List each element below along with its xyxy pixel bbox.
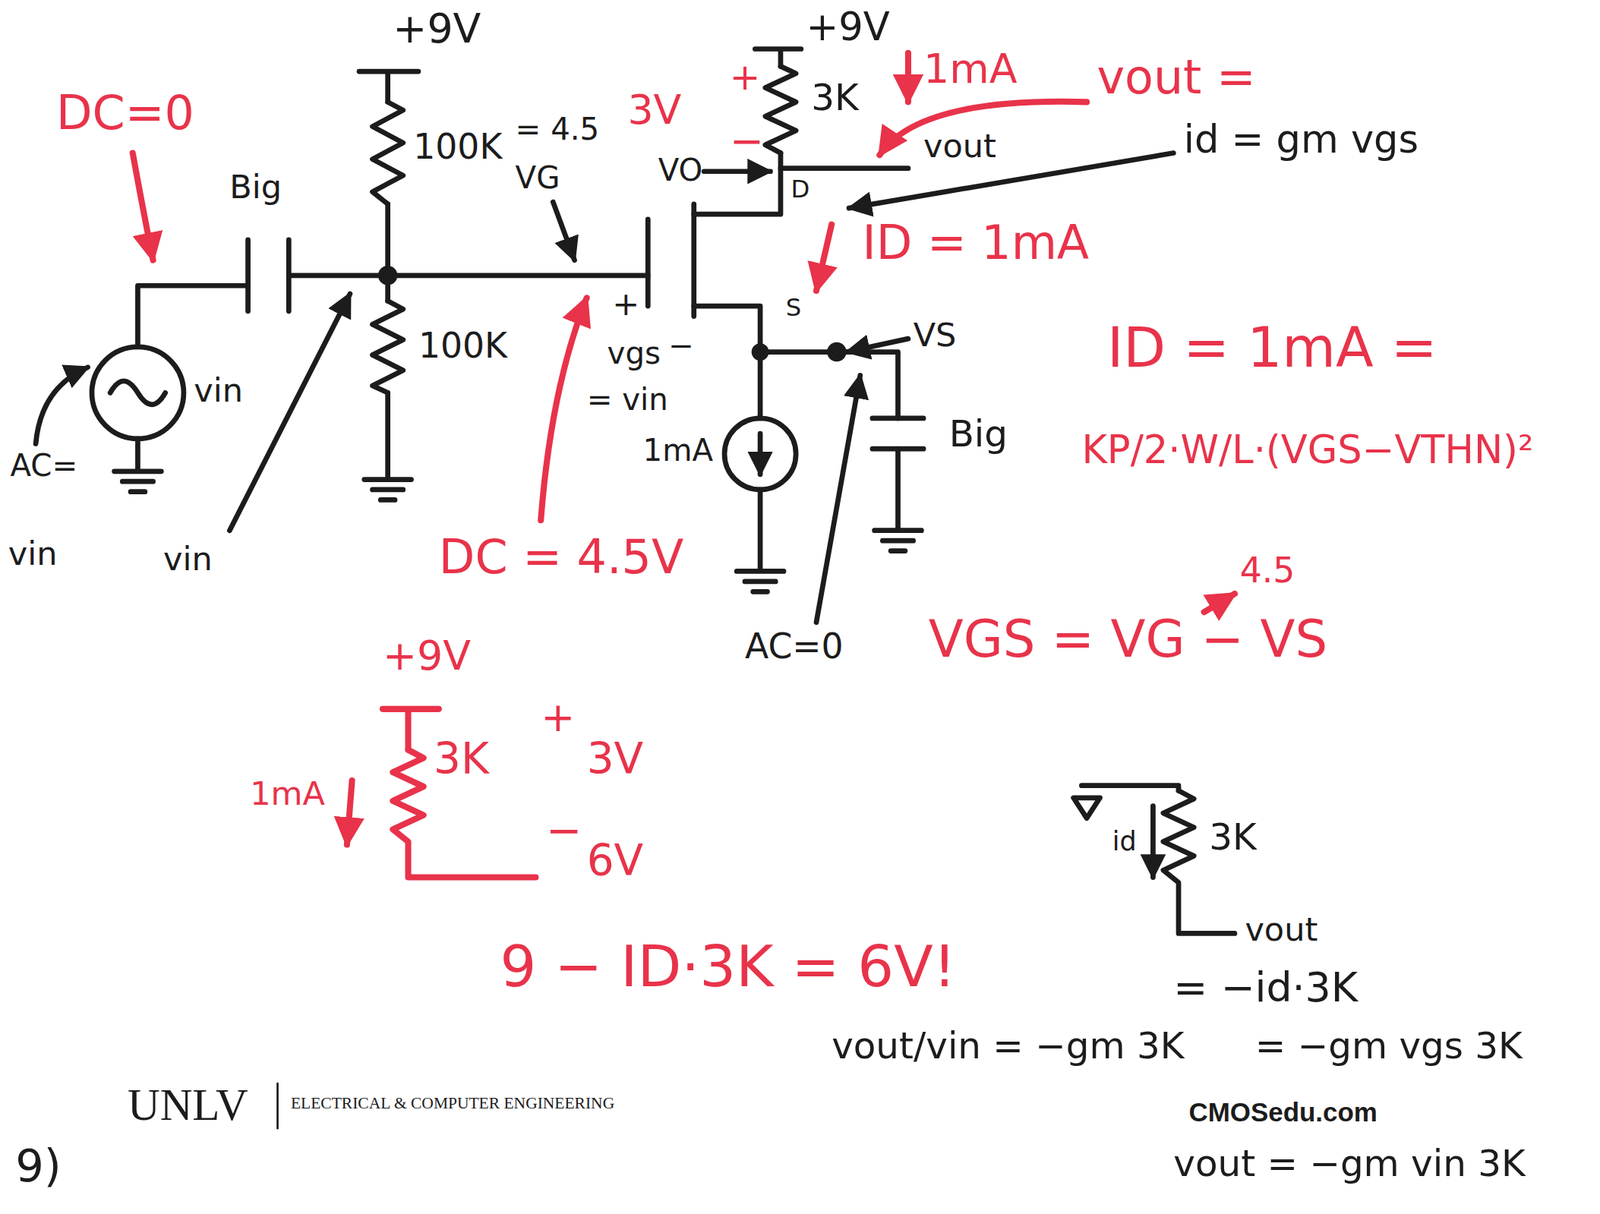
logo-text: UNLV [127, 1079, 249, 1132]
annotation-text: S [785, 293, 802, 322]
annotation-text: vout = [1097, 50, 1257, 105]
channel-line [691, 204, 697, 317]
leader-arrow [229, 293, 351, 531]
wire [1081, 785, 1179, 792]
annotation-text: + [540, 694, 575, 742]
annotation-text: AC=0 [744, 627, 844, 668]
gate-plate [645, 219, 651, 307]
annotation-text: 100K [413, 127, 502, 168]
logo-separator [276, 1083, 279, 1129]
annotation-text: VG [515, 160, 561, 196]
annotation-text: +9V [392, 5, 481, 53]
annotation-text: 3V [586, 735, 644, 785]
resistor-symbol [1163, 790, 1235, 934]
resistor-symbol [765, 66, 796, 153]
annotation-text: = vin [586, 382, 669, 418]
supply-bar [382, 709, 439, 751]
annotation-text: Big [229, 168, 282, 206]
annotation-text: +9V [806, 5, 890, 51]
annotation-text: id [1112, 826, 1137, 857]
note-arrow [540, 297, 587, 521]
annotation-text: 3K [811, 76, 859, 120]
annotation-text: vout/vin = −gm 3K [831, 1025, 1184, 1068]
current-arrow [757, 433, 764, 475]
leader-arrow [552, 201, 575, 261]
current-source-symbol [724, 418, 796, 490]
annotation-text: Big [949, 413, 1008, 456]
annotation-text: + [729, 56, 761, 99]
source-wire [694, 306, 899, 419]
ground-symbol [874, 448, 922, 551]
annotation-text: 4.5 [1240, 551, 1296, 592]
supply-bar [754, 48, 801, 67]
note-arrow [905, 53, 912, 102]
annotation-text: D [790, 175, 810, 204]
annotation-text: 9 − ID·3K = 6V! [499, 934, 956, 1001]
output-wire [780, 165, 909, 171]
annotation-text: + [612, 285, 640, 323]
capacitor-symbol [248, 239, 290, 312]
supply-bar [359, 71, 419, 102]
ac-source-symbol [91, 347, 184, 439]
note-arrow [347, 780, 353, 846]
annotation-text: − [668, 328, 695, 364]
note-arrow [132, 153, 154, 261]
annotation-text: vout [923, 127, 997, 165]
annotation-text: KP/2·W/L·(VGS−VTHN)² [1081, 428, 1534, 474]
sine-symbol [110, 381, 166, 405]
leader-arrow [703, 168, 771, 174]
node-dot [829, 344, 844, 360]
annotation-text: vgs [607, 336, 661, 372]
annotation-text: 1mA [923, 45, 1017, 93]
annotation-text: vin [8, 535, 58, 573]
annotation-text: id = gm vgs [1183, 117, 1419, 163]
wire [137, 285, 248, 348]
annotation-text: VO [658, 153, 704, 189]
leader-arrow [846, 338, 909, 352]
annotation-text: vout = −gm vin 3K [1173, 1142, 1525, 1186]
supply-symbol [1073, 798, 1101, 819]
leader-arrow [848, 153, 1174, 209]
note-arrow [816, 224, 832, 291]
annotation-text: VS [913, 316, 957, 354]
annotation-text: = −id·3K [1173, 964, 1358, 1012]
ground-symbol [736, 489, 784, 592]
page-number: 9) [15, 1140, 62, 1193]
annotation-text: − [729, 117, 764, 165]
leader-arrow [35, 367, 89, 445]
annotation-text: ID = 1mA = [1107, 316, 1437, 380]
ground-symbol [364, 392, 412, 500]
current-arrow [1150, 806, 1156, 878]
annotation-text: AC= [9, 448, 78, 484]
resistor-symbol [372, 300, 403, 393]
annotation-text: 100K [418, 326, 508, 367]
annotation-text: DC=0 [56, 86, 195, 141]
wire [385, 204, 391, 302]
annotation-text: 3K [433, 735, 490, 785]
annotation-text: vout [1244, 911, 1318, 949]
resistor-symbol [372, 101, 403, 204]
wire [288, 272, 648, 278]
annotation-text: ID = 1mA [861, 216, 1089, 271]
leader-arrow [816, 375, 861, 622]
annotation-text: +9V [382, 632, 471, 680]
ground-symbol [114, 438, 162, 493]
annotation-text: = −gm vgs 3K [1255, 1025, 1523, 1068]
watermark: CMOSedu.com [1188, 1097, 1377, 1128]
annotation-text: 3K [1208, 816, 1257, 859]
capacitor-symbol [872, 418, 924, 449]
annotation-text: 1mA [643, 433, 714, 469]
annotation-text: 3V [627, 86, 682, 134]
annotation-text: vin [193, 372, 243, 410]
annotation-text: vin [163, 540, 213, 578]
logo-text: ELECTRICAL & COMPUTER ENGINEERING [290, 1094, 615, 1114]
annotation-text: 6V [586, 836, 644, 887]
annotation-text: VGS = VG − VS [928, 610, 1328, 670]
annotation-text: = 4.5 [515, 112, 600, 148]
wire [757, 352, 764, 419]
annotation-text: − [545, 806, 582, 856]
annotation-text: 1mA [249, 775, 326, 813]
annotation-text: DC = 4.5V [438, 530, 684, 585]
